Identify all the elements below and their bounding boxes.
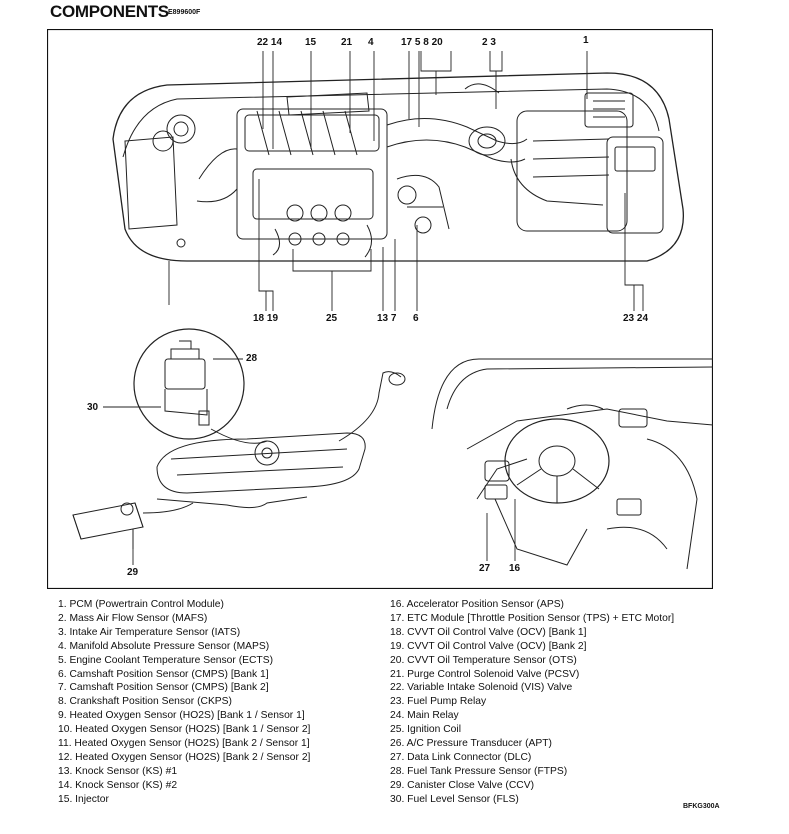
legend-item: 7. Camshaft Position Sensor (CMPS) [Bank… (58, 682, 269, 694)
legend-item: 18. CVVT Oil Control Valve (OCV) [Bank 1… (390, 626, 587, 638)
callout-13-7: 13 7 (377, 313, 397, 324)
legend-item: 11. Heated Oxygen Sensor (HO2S) [Bank 2 … (58, 738, 310, 750)
callout-25: 25 (326, 313, 338, 324)
legend-item: 27. Data Link Connector (DLC) (390, 751, 532, 763)
legend-item: 26. A/C Pressure Transducer (APT) (390, 738, 552, 750)
legend-item: 23. Fuel Pump Relay (390, 696, 487, 708)
legend-item: 21. Purge Control Solenoid Valve (PCSV) (390, 668, 580, 680)
fuel-leader-lines (103, 358, 243, 565)
legend-item: 16. Accelerator Position Sensor (APS) (390, 599, 564, 610)
callout-28: 28 (246, 353, 258, 364)
legend-item: 6. Camshaft Position Sensor (CMPS) [Bank… (58, 668, 269, 680)
legend-item: 4. Manifold Absolute Pressure Sensor (MA… (58, 640, 270, 652)
figure-code: E899600F (168, 9, 201, 16)
legend-item: 17. ETC Module [Throttle Position Sensor… (390, 612, 675, 624)
legend-left-column: 1. PCM (Powertrain Control Module) 2. Ma… (58, 598, 310, 807)
legend-item: 25. Ignition Coil (390, 724, 461, 736)
callout-21: 21 (341, 37, 353, 48)
interior-drawing (431, 358, 713, 570)
legend-item: 2. Mass Air Flow Sensor (MAFS) (58, 612, 208, 624)
legend-item: 29. Canister Close Valve (CCV) (390, 779, 535, 791)
fuel-tank-drawing (72, 328, 406, 549)
callout-22-14: 22 14 (257, 37, 283, 48)
callout-27: 27 (479, 563, 491, 574)
engine-bay-drawing (112, 72, 684, 262)
legend-item: 22. Variable Intake Solenoid (VIS) Valve (390, 682, 573, 694)
legend-item: 9. Heated Oxygen Sensor (HO2S) [Bank 1 /… (58, 710, 305, 722)
callout-4: 4 (368, 37, 374, 48)
legend-item: 13. Knock Sensor (KS) #1 (58, 765, 178, 777)
legend-item: 24. Main Relay (390, 710, 459, 722)
callout-16: 16 (509, 563, 521, 574)
legend-item: 5. Engine Coolant Temperature Sensor (EC… (58, 654, 274, 666)
callout-29: 29 (127, 567, 139, 578)
legend-right-column: 16. Accelerator Position Sensor (APS) 17… (390, 598, 674, 807)
callout-15: 15 (305, 37, 317, 48)
callout-17-5-8-20: 17 5 8 20 (401, 37, 443, 48)
legend-item: 19. CVVT Oil Control Valve (OCV) [Bank 2… (390, 640, 587, 652)
page-title: COMPONENTS (50, 2, 169, 21)
callout-18-19: 18 19 (253, 313, 279, 324)
legend-item: 3. Intake Air Temperature Sensor (IATS) (58, 626, 241, 638)
callout-1: 1 (583, 35, 589, 46)
figure-frame (47, 29, 713, 589)
callout-2-3: 2 3 (482, 37, 496, 48)
engine-leader-lines (168, 51, 644, 311)
legend-item: 14. Knock Sensor (KS) #2 (58, 779, 178, 791)
footer-figure-code: BFKG300A (683, 803, 720, 810)
components-illustration (47, 29, 713, 589)
legend-item: 30. Fuel Level Sensor (FLS) (390, 793, 519, 805)
legend-item: 1. PCM (Powertrain Control Module) (58, 599, 224, 610)
legend-item: 28. Fuel Tank Pressure Sensor (FTPS) (390, 765, 568, 777)
callout-6: 6 (413, 313, 419, 324)
legend-item: 20. CVVT Oil Temperature Sensor (OTS) (390, 654, 577, 666)
legend-item: 15. Injector (58, 793, 109, 805)
callout-23-24: 23 24 (623, 313, 649, 324)
legend-item: 8. Crankshaft Position Sensor (CKPS) (58, 696, 232, 708)
legend-item: 10. Heated Oxygen Sensor (HO2S) [Bank 1 … (58, 724, 311, 736)
components-figure: 22 14 15 21 4 17 5 8 20 2 3 1 18 19 25 1… (47, 29, 713, 589)
interior-leader-lines (486, 499, 516, 561)
callout-30: 30 (87, 402, 99, 413)
legend-item: 12. Heated Oxygen Sensor (HO2S) [Bank 2 … (58, 751, 311, 763)
